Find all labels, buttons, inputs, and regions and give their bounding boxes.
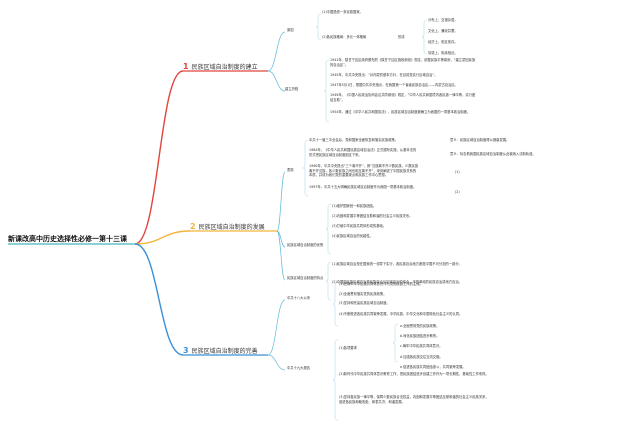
b2-advantage-leaf: (3)打破中华民族共同体形成的基础。 xyxy=(332,224,387,228)
b2-sub-advantage: 民族区域自治制度的优势 xyxy=(287,243,324,247)
b1-sub-history-link xyxy=(267,70,286,92)
b2-advantage-leaf: (1)维护国家统一和民族团结。 xyxy=(332,204,377,208)
branch-1-label: 民族区域自治制度的建立 xyxy=(191,64,258,71)
b2-feature-leaf: (2)中国的民族区域自治是民族自治与区域自治的结合，不是单纯的民族自治或地方自治… xyxy=(332,280,462,284)
b3-requirements-item: c.铸牢中华民族共同体意识。 xyxy=(400,344,443,348)
b3-sub-19th-link xyxy=(267,354,286,371)
b3-19th-leaf: (3)坚持各民族一律平等，保障少数民族合法权益，巩固和发展平等团结互助和谐的社会… xyxy=(339,395,489,404)
b2-sub-performance: 表现 xyxy=(287,168,294,172)
b3-sub-19th: 中共十九大报告 xyxy=(287,366,311,370)
b2-performance-note: (1) xyxy=(455,170,460,174)
b3-18th-leaf: (3)坚持和完善民族区域自治制度。 xyxy=(339,301,390,305)
b3-18th-leaf: (1)把铸牢中华民族共同体意识作为党的民族工作的主线。 xyxy=(339,282,423,286)
b1-history-leaf: 1941年，陕甘宁边区政府颁布的《陕甘宁边区施政纲领》规定，依据民族平等原则，“… xyxy=(330,58,476,67)
branch-2-node[interactable]: 2 民族区域自治制度的发展 xyxy=(190,222,265,231)
b1-history-leaf: 1947年5月1日，根据中共中央指示，在我国第一个省级民族自治区——内蒙古自治区… xyxy=(330,83,458,87)
b2-performance-brace xyxy=(302,139,309,197)
b1-formation-item: 情感上，相亲相近。 xyxy=(428,51,458,55)
b2-performance-note: 意义：民族区域自治制度得以健康发展。 xyxy=(450,138,510,142)
b3-requirements-item: d.加强各民族交往交流交融。 xyxy=(400,355,443,359)
b1-reason-brace xyxy=(315,13,322,41)
b3-requirements-brace xyxy=(392,323,399,363)
b1-sub-history: 建立历程 xyxy=(285,87,299,91)
b3-requirements-item: e.促进各民族共同团结奋斗，共同繁荣发展。 xyxy=(400,365,466,369)
b1-formation-item: 经济上，相互依存。 xyxy=(428,40,458,44)
branch-2-label: 民族区域自治制度的发展 xyxy=(198,224,265,231)
branch-3-number: 3 xyxy=(183,346,189,355)
b2-feature-brace xyxy=(325,261,332,301)
b3-sub-18th: 中共十八大以来 xyxy=(287,296,311,300)
b1-history-leaf: 1954年，通过《中华人民共和国宪法》，民族区域自治制度被确立为我国的一项基本政… xyxy=(330,110,471,114)
b1-formation-item: 文化上，兼收并蓄。 xyxy=(428,29,458,33)
b2-sub-feature: 民族区域自治制度的特点 xyxy=(287,276,324,280)
branch-3-link xyxy=(134,243,184,356)
branch-1-node[interactable]: 1 民族区域自治制度的建立 xyxy=(183,62,258,71)
branch-3-label: 民族区域自治制度的完善 xyxy=(191,348,258,355)
b1-sub-reason: 原因 xyxy=(287,28,294,32)
b3-19th-requirements-label: (1)各项要求 xyxy=(339,346,357,350)
b2-performance-leaf: 1997年，中共十五大明确民族区域自治制度作为我国一项基本政治制度。 xyxy=(309,185,417,189)
b1-history-leaf: 1949年，《中国人民政治协商会议共同纲领》规定，“中华人民共和国境内各民族一律… xyxy=(330,93,476,102)
b3-requirements-item: b.深化民族团结进步教育。 xyxy=(400,334,440,338)
branch-1-link xyxy=(134,70,184,245)
b2-advantage-brace xyxy=(325,203,332,255)
b3-19th-brace xyxy=(332,339,339,421)
b2-performance-leaf: 1990年，中共中央提出“三个离不开”，即“汉族离不开少数民族，少数民族离不开汉… xyxy=(309,164,419,178)
b1-history-brace xyxy=(323,59,330,123)
b2-performance-note: 意义：标志着我国民族区域自治制度从此被纳入法制轨道。 xyxy=(450,152,536,156)
b1-formation-label: 形成 xyxy=(398,35,405,39)
b2-performance-leaf: 中共十一届三中全会后，党和国家全面恢复和落实民族政策。 xyxy=(309,138,399,142)
b1-formation-item: 分布上，交错杂居。 xyxy=(428,18,458,22)
b3-19th-leaf: (2)新时代中华民族共同体意识教育工作，把民族团结进步创建工作作为一项长期性、基… xyxy=(339,372,489,376)
branch-2-number: 2 xyxy=(190,222,196,231)
branch-1-number: 1 xyxy=(183,62,189,71)
b2-advantage-leaf: (2)巩固和发展平等团结互助和谐的社会主义民族关系。 xyxy=(332,214,413,218)
b2-sub-feature-link xyxy=(276,230,286,281)
root-title: 新课改高中历史选择性必修一第十三课 xyxy=(8,235,127,243)
b3-18th-brace xyxy=(332,281,339,327)
b2-performance-leaf: 1984年，《中华人民共和国民族区域自治法》正式颁布实施，从基本法的形式把民族区… xyxy=(309,148,417,157)
b3-18th-leaf: (4)不断推进各民族共同繁荣发展，中华民族、中华文化和中国特色社会主义的认同。 xyxy=(339,312,463,316)
b1-formation-brace xyxy=(421,19,428,55)
b1-sub-reason-link xyxy=(267,31,286,72)
b3-18th-leaf: (2)全面贯彻落实党的民族政策。 xyxy=(339,292,387,296)
b2-advantage-leaf: (4)民族区域自治的优越性。 xyxy=(332,234,373,238)
b1-reason-leaf: (1)中国是统一多民族国家。 xyxy=(322,10,363,14)
b3-sub-18th-link xyxy=(267,299,286,356)
b1-reason-leaf: (2)各民族格局：多元一体格局 xyxy=(322,35,367,39)
branch-2-link xyxy=(134,230,191,245)
b2-performance-note: (2) xyxy=(455,190,460,194)
b2-feature-leaf: (1)民族区域自治是在国家统一领导下实行，各民族自治地方都是中国不可分割的一部分… xyxy=(332,262,462,266)
b3-requirements-item: a.全面贯彻党的民族政策。 xyxy=(400,324,440,328)
b1-history-leaf: 1945年，中共中央提出：“对内蒙的基本方针，在目前是实行区域自治”。 xyxy=(330,73,438,77)
branch-3-node[interactable]: 3 民族区域自治制度的完善 xyxy=(183,346,258,355)
b2-sub-performance-link xyxy=(276,171,286,232)
b2-sub-advantage-link xyxy=(276,230,286,248)
